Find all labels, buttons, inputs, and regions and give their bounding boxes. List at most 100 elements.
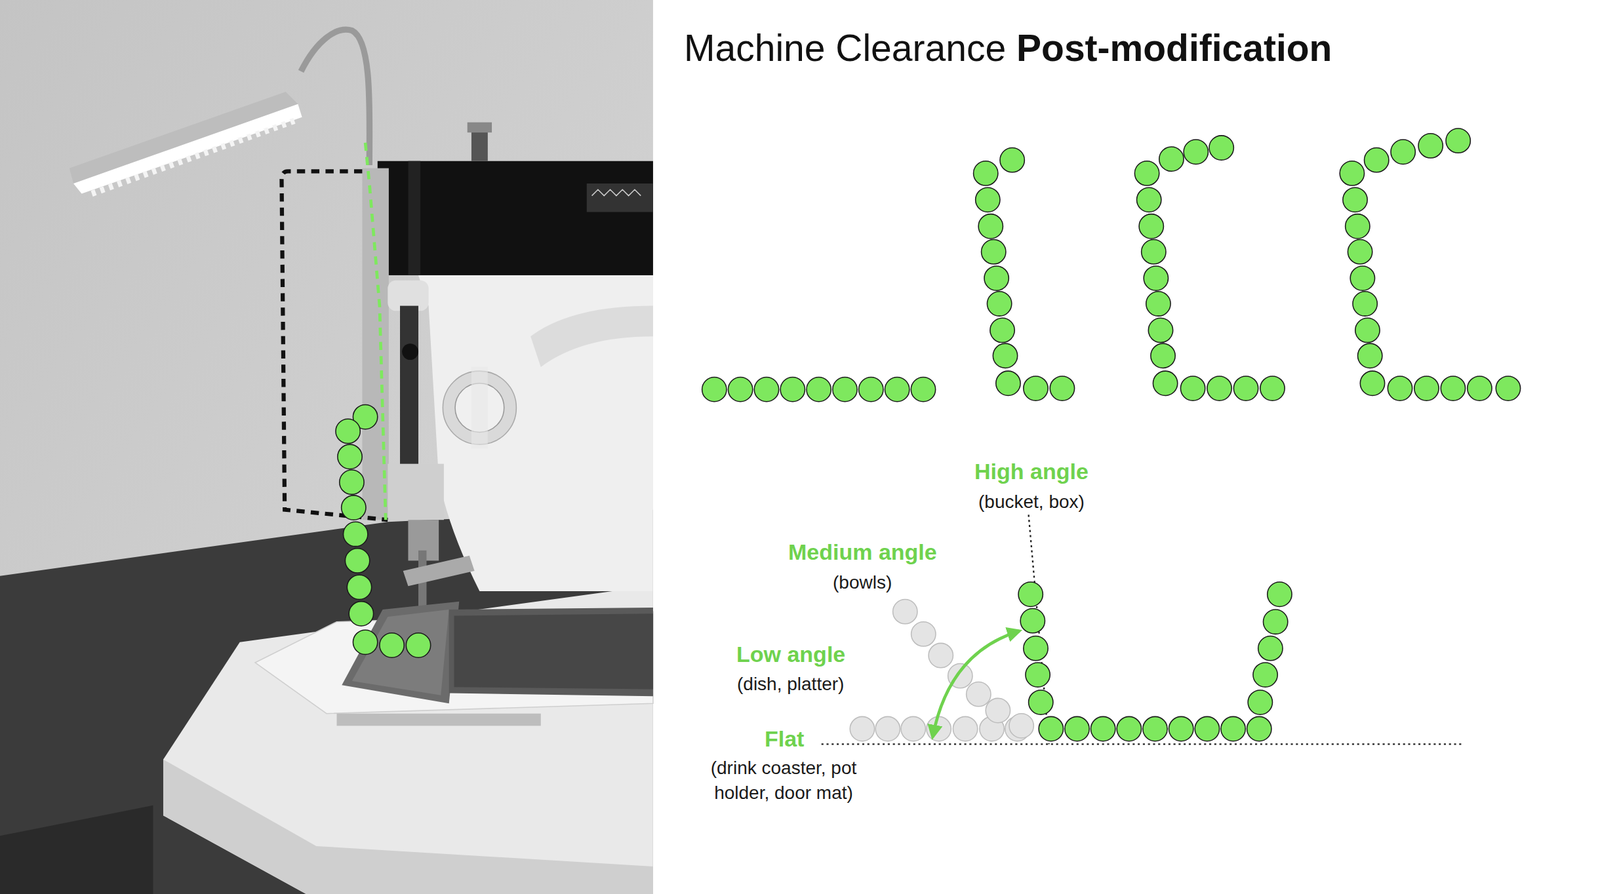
bead [966, 681, 991, 707]
bead [352, 630, 378, 655]
bead [1028, 690, 1054, 715]
bead [1495, 376, 1520, 401]
bead [1247, 716, 1272, 741]
bead [1247, 690, 1273, 715]
bead [1137, 187, 1162, 212]
bead [1049, 376, 1075, 401]
bead [973, 161, 999, 186]
bead [348, 601, 374, 627]
bead [1355, 318, 1380, 343]
bead [1350, 266, 1375, 291]
baseline [821, 743, 1462, 745]
bead [996, 371, 1021, 396]
bead [984, 266, 1009, 291]
bead [1267, 582, 1292, 607]
machine-photo [0, 0, 654, 894]
bead [1000, 148, 1025, 173]
bead [978, 214, 1003, 239]
bead [1360, 371, 1385, 396]
example-note: (bowls) [832, 570, 892, 596]
bead [1143, 266, 1168, 291]
bead [928, 643, 953, 668]
bead [875, 716, 900, 741]
bead [1025, 662, 1050, 688]
bead [859, 377, 884, 402]
bead [1038, 716, 1063, 741]
bead [1364, 148, 1389, 173]
example-note: (dish, platter) [737, 672, 844, 698]
bead [1207, 376, 1232, 401]
bead [339, 470, 364, 495]
bead [1150, 343, 1176, 368]
bead [1387, 376, 1412, 401]
bead [1152, 371, 1178, 396]
bead [990, 318, 1015, 343]
bead [754, 377, 779, 402]
bead [1183, 139, 1208, 164]
angle-arrow [932, 631, 1020, 738]
bead [1445, 128, 1471, 153]
example-note: (bucket, box) [978, 489, 1085, 515]
bead [1352, 291, 1378, 317]
bead [1023, 376, 1048, 401]
bead [806, 377, 831, 402]
bead [1018, 582, 1043, 607]
bead [1142, 716, 1168, 741]
bead [346, 575, 372, 600]
bead [1233, 376, 1258, 401]
bead [341, 495, 366, 520]
bead [1390, 139, 1416, 164]
bead [926, 716, 951, 741]
clearance-outline [281, 171, 388, 520]
bead [1260, 376, 1285, 401]
angle-label: Medium angle [788, 539, 938, 566]
bead [1159, 146, 1184, 172]
bead [379, 633, 404, 658]
bead [1146, 291, 1171, 317]
bead [337, 444, 362, 469]
bead [1358, 343, 1383, 368]
title-bar: Machine ClearancePost-modification [683, 26, 1332, 70]
bead [992, 343, 1018, 368]
arm-edge-line [365, 142, 386, 520]
bead [1180, 376, 1205, 401]
bead [344, 548, 370, 574]
bead [900, 716, 926, 741]
bead [1339, 161, 1364, 186]
bead [1139, 214, 1164, 239]
bead [1020, 609, 1045, 634]
angle-label: Flat [764, 726, 804, 753]
bead [1220, 716, 1246, 741]
bead [1262, 609, 1288, 635]
bead [1253, 662, 1278, 688]
bead [1440, 376, 1465, 401]
angle-label: High angle [974, 459, 1089, 485]
bead [1169, 716, 1194, 741]
bead [1418, 133, 1443, 159]
bead [1347, 239, 1372, 264]
bead [1258, 636, 1283, 661]
angle-label: Low angle [736, 641, 846, 668]
bead [1134, 161, 1159, 186]
bead [1209, 135, 1234, 160]
bead [727, 377, 753, 402]
bead [893, 600, 918, 625]
bead [1148, 318, 1173, 343]
bead [910, 377, 936, 402]
bead [832, 377, 858, 402]
bead [986, 291, 1012, 317]
bead [1467, 376, 1492, 401]
bead [975, 187, 1000, 212]
bead [981, 239, 1006, 264]
bead [952, 716, 978, 741]
bead [985, 698, 1010, 723]
bead [1194, 716, 1220, 741]
bead [1414, 376, 1439, 401]
bead [1009, 714, 1034, 739]
bead-chains [335, 128, 1521, 742]
bead [1141, 239, 1166, 264]
bead [1342, 187, 1368, 212]
title: Machine Clearance [683, 26, 1006, 69]
bead [702, 377, 727, 402]
bead [884, 377, 909, 402]
